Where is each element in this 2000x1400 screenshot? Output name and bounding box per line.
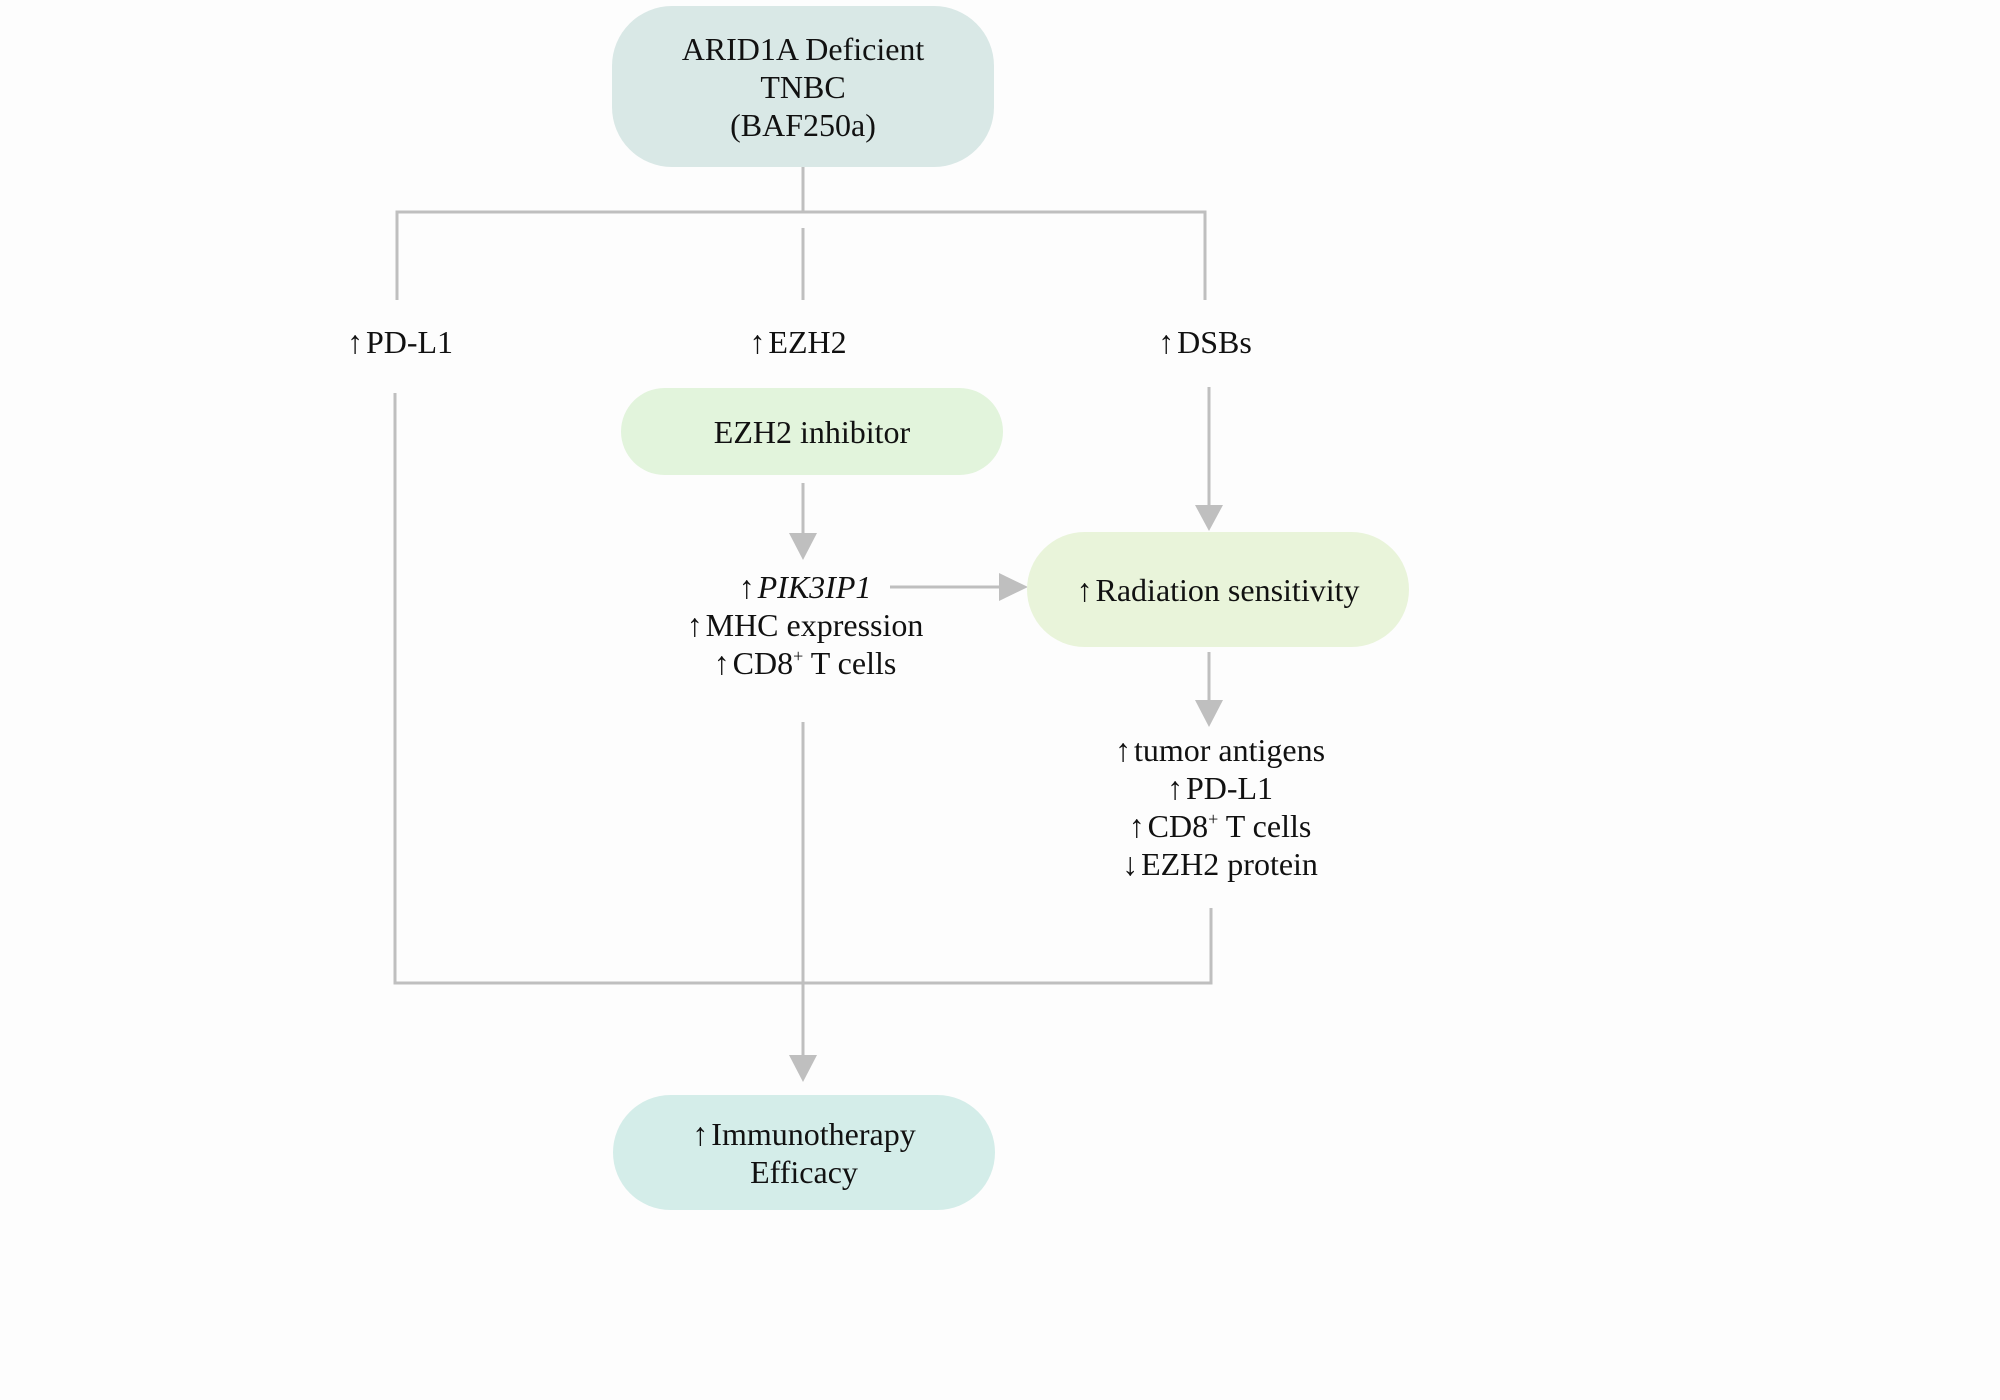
bottom-arrowhead <box>789 1055 817 1082</box>
radiation-sensitivity-node: Radiation sensitivity <box>1027 532 1409 647</box>
branch-bar-line <box>395 210 1207 300</box>
mhc-expression-effect: MHC expression <box>687 606 924 644</box>
cd8-superscript-right: + <box>1208 809 1219 829</box>
cd8-label-middle: CD8 <box>732 645 794 681</box>
tumor-antigens-effect: tumor antigens <box>1115 731 1325 769</box>
ezh2-inhibitor-label: EZH2 inhibitor <box>713 413 911 450</box>
pik3ip1-arrowhead <box>999 573 1028 601</box>
top-node-line1: ARID1A Deficient <box>681 30 925 67</box>
dsbs-arrowhead <box>1195 505 1223 531</box>
arid1a-deficient-tnbc-node: ARID1A Deficient TNBC (BAF250a) <box>612 6 994 167</box>
cd8-label-right: CD8 <box>1147 808 1209 844</box>
pik3ip1-effect: PIK3IP1 <box>739 568 872 606</box>
bottom-node-line1: Immunotherapy <box>692 1115 915 1153</box>
branch-label-dsbs: DSBs <box>1140 323 1270 361</box>
radiation-sensitivity-label: Radiation sensitivity <box>1077 571 1360 609</box>
cd8-superscript-middle: + <box>793 646 804 666</box>
ezh2-protein-effect: EZH2 protein <box>1122 845 1318 883</box>
inhibitor-arrowhead <box>789 533 817 560</box>
immunotherapy-efficacy-node: Immunotherapy Efficacy <box>613 1095 995 1210</box>
top-node-line2: TNBC <box>760 68 846 105</box>
t-cells-label-middle: T cells <box>803 645 897 681</box>
pik3ip1-gene-label: PIK3IP1 <box>757 569 872 605</box>
ezh2-inhibitor-node: EZH2 inhibitor <box>621 388 1003 475</box>
branch-label-ezh2: EZH2 <box>733 323 863 361</box>
cd8-t-cells-effect-middle: CD8+ T cells <box>714 644 897 682</box>
top-node-line3: (BAF250a) <box>730 106 876 143</box>
bottom-node-line2: Efficacy <box>750 1153 858 1190</box>
cd8-t-cells-effect-right: CD8+ T cells <box>1129 807 1312 845</box>
radiation-arrowhead <box>1195 700 1223 727</box>
middle-effects-text: PIK3IP1 MHC expression CD8+ T cells <box>640 567 970 683</box>
pdl1-effect-right: PD-L1 <box>1167 769 1273 807</box>
t-cells-label-right: T cells <box>1218 808 1312 844</box>
branch-label-pdl1: PD-L1 <box>330 323 470 361</box>
right-effects-text: tumor antigens PD-L1 CD8+ T cells EZH2 p… <box>1055 730 1385 884</box>
